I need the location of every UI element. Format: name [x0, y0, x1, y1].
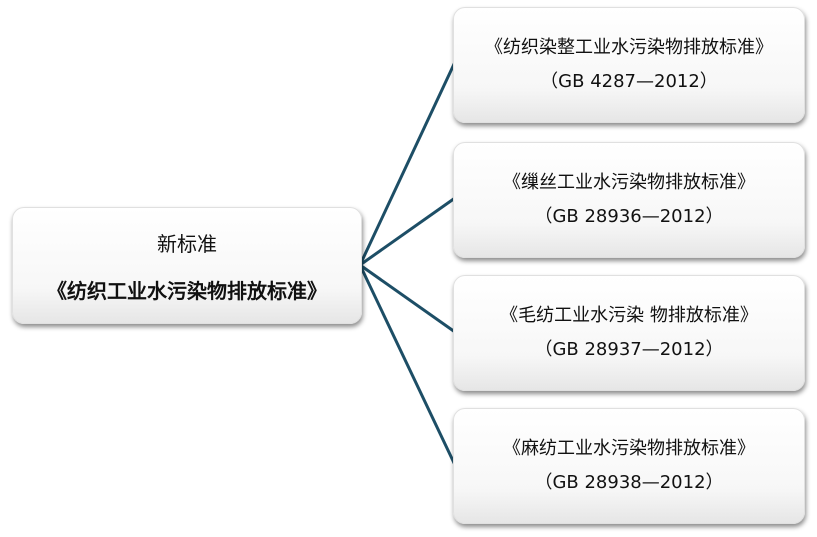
child-code: （GB 4287—2012）	[540, 71, 718, 92]
child-title: 《麻纺工业水污染物排放标准》	[503, 438, 755, 459]
root-node: 新标准 《纺织工业水污染物排放标准》	[12, 207, 362, 324]
child-node: 《毛纺工业水污染 物排放标准》 （GB 28937—2012）	[453, 275, 805, 391]
connector-line	[359, 196, 456, 267]
child-code: （GB 28938—2012）	[534, 472, 724, 493]
root-title: 《纺织工业水污染物排放标准》	[47, 278, 327, 303]
child-node: 《缫丝工业水污染物排放标准》 （GB 28936—2012）	[453, 142, 805, 258]
child-title: 《毛纺工业水污染 物排放标准》	[500, 305, 758, 326]
connector-line	[358, 61, 457, 266]
child-code: （GB 28937—2012）	[534, 339, 724, 360]
child-title: 《纺织染整工业水污染物排放标准》	[485, 37, 773, 58]
connector-line	[359, 263, 456, 334]
child-node: 《纺织染整工业水污染物排放标准》 （GB 4287—2012）	[453, 7, 805, 123]
child-node: 《麻纺工业水污染物排放标准》 （GB 28938—2012）	[453, 408, 805, 524]
child-title: 《缫丝工业水污染物排放标准》	[503, 172, 755, 193]
child-code: （GB 28936—2012）	[534, 206, 724, 227]
root-label: 新标准	[157, 231, 217, 256]
connector-line	[358, 264, 457, 466]
